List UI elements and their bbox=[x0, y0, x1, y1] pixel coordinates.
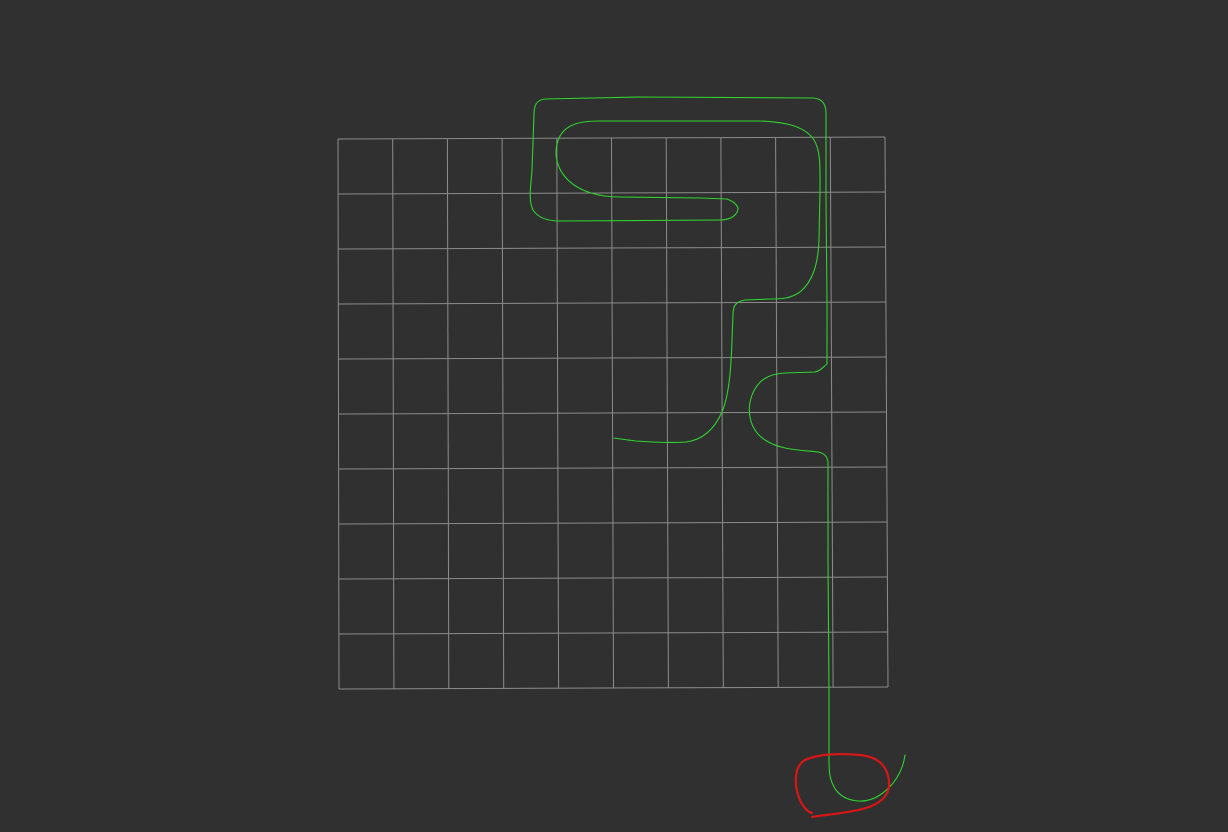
grid-line-horizontal bbox=[338, 356, 887, 360]
ground-grid bbox=[337, 136, 889, 690]
grid-line-horizontal bbox=[338, 521, 888, 525]
start-position-marker bbox=[794, 752, 891, 819]
grid-line-horizontal bbox=[338, 631, 888, 635]
grid-line-horizontal bbox=[338, 191, 886, 195]
grid-line-horizontal bbox=[338, 686, 889, 690]
grid-line-horizontal bbox=[338, 246, 886, 250]
grid-line-horizontal bbox=[337, 136, 886, 140]
grid-line-horizontal bbox=[338, 576, 888, 580]
grid-line-horizontal bbox=[338, 466, 887, 470]
robot-trajectory-path bbox=[529, 96, 906, 802]
grid-line-horizontal bbox=[338, 301, 886, 305]
grid-line-horizontal bbox=[338, 411, 887, 415]
